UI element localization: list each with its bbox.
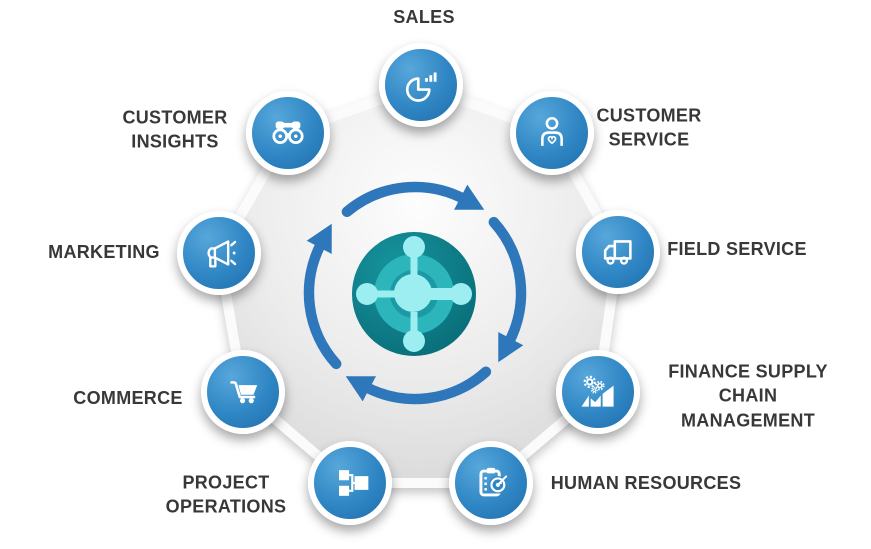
pie-chart-bars-icon bbox=[405, 72, 437, 102]
module-customer-insights bbox=[246, 91, 330, 175]
label-customer-insights: CUSTOMER INSIGHTS bbox=[122, 107, 228, 152]
person-heart-icon bbox=[541, 116, 563, 146]
binoculars-icon bbox=[272, 121, 304, 144]
label-marketing: MARKETING bbox=[48, 241, 160, 262]
module-project-operations bbox=[308, 441, 392, 525]
module-sales bbox=[379, 43, 463, 127]
label-sales: SALES bbox=[393, 6, 455, 27]
dynamics-365-logo bbox=[352, 232, 476, 356]
label-human-resources: HUMAN RESOURCES bbox=[550, 472, 742, 493]
label-finance-supply-chain: FINANCE SUPPLY CHAIN MANAGEMENT bbox=[668, 361, 828, 431]
cycle-arrows-icon bbox=[303, 181, 527, 405]
flowchart-boxes-icon bbox=[339, 470, 369, 496]
module-human-resources bbox=[449, 441, 533, 525]
shopping-cart-icon bbox=[230, 381, 258, 404]
module-finance-supply-chain bbox=[556, 350, 640, 434]
module-field-service bbox=[576, 210, 660, 294]
module-commerce bbox=[201, 350, 285, 434]
label-customer-service: CUSTOMER SERVICE bbox=[596, 105, 702, 150]
module-marketing bbox=[177, 211, 261, 295]
megaphone-icon bbox=[207, 240, 237, 268]
label-commerce: COMMERCE bbox=[73, 387, 183, 408]
clipboard-target-icon bbox=[479, 467, 508, 497]
label-project-operations: PROJECT OPERATIONS bbox=[165, 472, 287, 517]
module-customer-service bbox=[510, 91, 594, 175]
chart-gears-icon bbox=[581, 375, 614, 407]
truck-icon bbox=[603, 240, 632, 265]
label-field-service: FIELD SERVICE bbox=[667, 238, 807, 259]
